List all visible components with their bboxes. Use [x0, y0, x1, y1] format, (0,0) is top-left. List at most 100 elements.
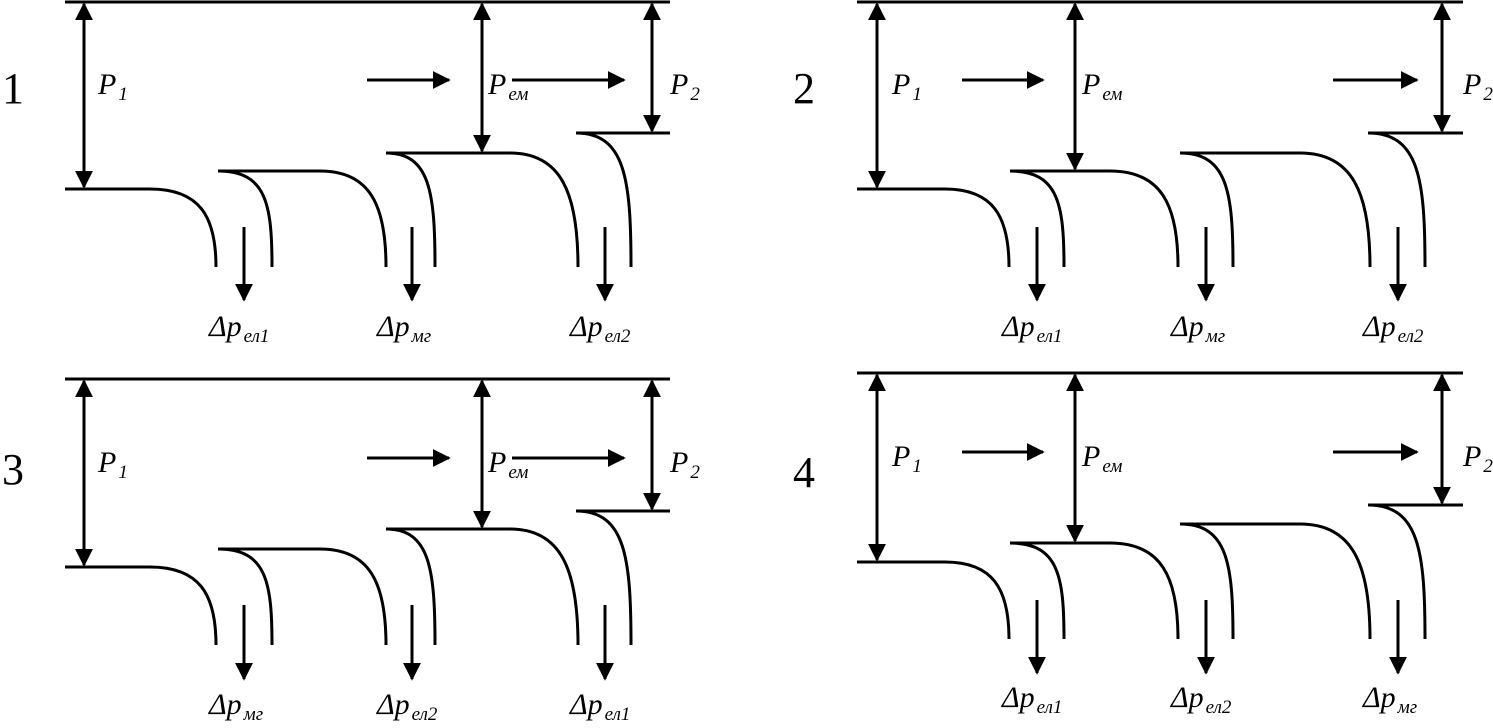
loss-branch-curve [1009, 541, 1066, 640]
loss-label-2-main: Δp [376, 688, 410, 721]
loss-label-1-main: Δp [208, 310, 242, 343]
p2-label-main: P [1462, 440, 1481, 473]
pem-label-main: P [487, 68, 506, 101]
loss-branch-curve [1367, 131, 1427, 268]
p1-label-main: P [891, 68, 910, 101]
power-level-line [1180, 522, 1372, 640]
pem-label-main: P [1081, 68, 1100, 101]
power-level-line [386, 151, 580, 268]
diagram-number: 3 [2, 445, 24, 494]
p1-label-subscript: 1 [912, 456, 922, 477]
p1-label-main: P [891, 440, 910, 473]
power-level-line [857, 560, 1011, 640]
power-level-line [1010, 541, 1180, 640]
diagram-number: 4 [793, 448, 815, 497]
loss-label-2-subscript: мг [411, 326, 432, 347]
power-level-line [1010, 169, 1180, 268]
pem-label-subscript: ем [1102, 456, 1122, 477]
loss-label-2-subscript: мг [1205, 326, 1226, 347]
loss-label-3-subscript: ел2 [1398, 326, 1424, 347]
p1-label-main: P [97, 446, 116, 479]
loss-branch-curve [1179, 151, 1235, 268]
p1-label-subscript: 1 [118, 84, 128, 105]
loss-branch-curve [385, 527, 437, 646]
loss-branch-curve [1009, 169, 1066, 268]
pem-label-main: P [487, 446, 506, 479]
loss-branch-curve [1179, 522, 1235, 640]
loss-label-3-subscript: мг [1397, 697, 1418, 718]
loss-branch-curve [575, 509, 633, 646]
p2-label-main: P [1462, 68, 1481, 101]
diagram-number: 2 [793, 64, 815, 113]
loss-branch-curve [217, 547, 274, 646]
loss-label-3-main: Δp [569, 688, 603, 721]
loss-label-2-subscript: ел2 [412, 704, 438, 725]
p2-label-subscript: 2 [690, 84, 700, 105]
loss-label-1-main: Δp [1001, 681, 1035, 714]
loss-label-1-main: Δp [208, 688, 242, 721]
loss-label-3-main: Δp [1362, 310, 1396, 343]
power-level-line [65, 187, 218, 268]
power-level-line [65, 565, 218, 646]
p1-label-main: P [97, 68, 116, 101]
p2-label-subscript: 2 [690, 462, 700, 483]
loss-branch-curve [385, 151, 437, 268]
loss-label-1-subscript: мг [243, 704, 264, 725]
loss-label-2-main: Δp [376, 310, 410, 343]
pem-label-main: P [1081, 440, 1100, 473]
power-level-line [218, 547, 388, 646]
p1-label-subscript: 1 [912, 84, 922, 105]
loss-label-2-main: Δp [1170, 310, 1204, 343]
loss-label-1-main: Δp [1001, 310, 1035, 343]
power-level-line [857, 187, 1011, 268]
loss-branch-curve [575, 131, 633, 268]
diagram-number: 1 [2, 64, 24, 113]
loss-label-3-main: Δp [1362, 681, 1396, 714]
power-level-line [1180, 151, 1372, 268]
loss-label-1-subscript: ел1 [244, 326, 270, 347]
loss-label-2-subscript: ел2 [1206, 697, 1232, 718]
loss-label-3-subscript: ел1 [605, 704, 631, 725]
p2-label-main: P [669, 68, 688, 101]
loss-label-3-main: Δp [569, 310, 603, 343]
loss-label-3-subscript: ел2 [605, 326, 631, 347]
loss-label-1-subscript: ел1 [1037, 697, 1063, 718]
p1-label-subscript: 1 [118, 462, 128, 483]
loss-branch-curve [1367, 503, 1427, 640]
loss-branch-curve [217, 169, 274, 268]
p2-label-main: P [669, 446, 688, 479]
pem-label-subscript: ем [508, 462, 528, 483]
power-level-line [386, 527, 580, 646]
p2-label-subscript: 2 [1483, 84, 1493, 105]
power-level-line [218, 169, 388, 268]
loss-label-2-main: Δp [1170, 681, 1204, 714]
